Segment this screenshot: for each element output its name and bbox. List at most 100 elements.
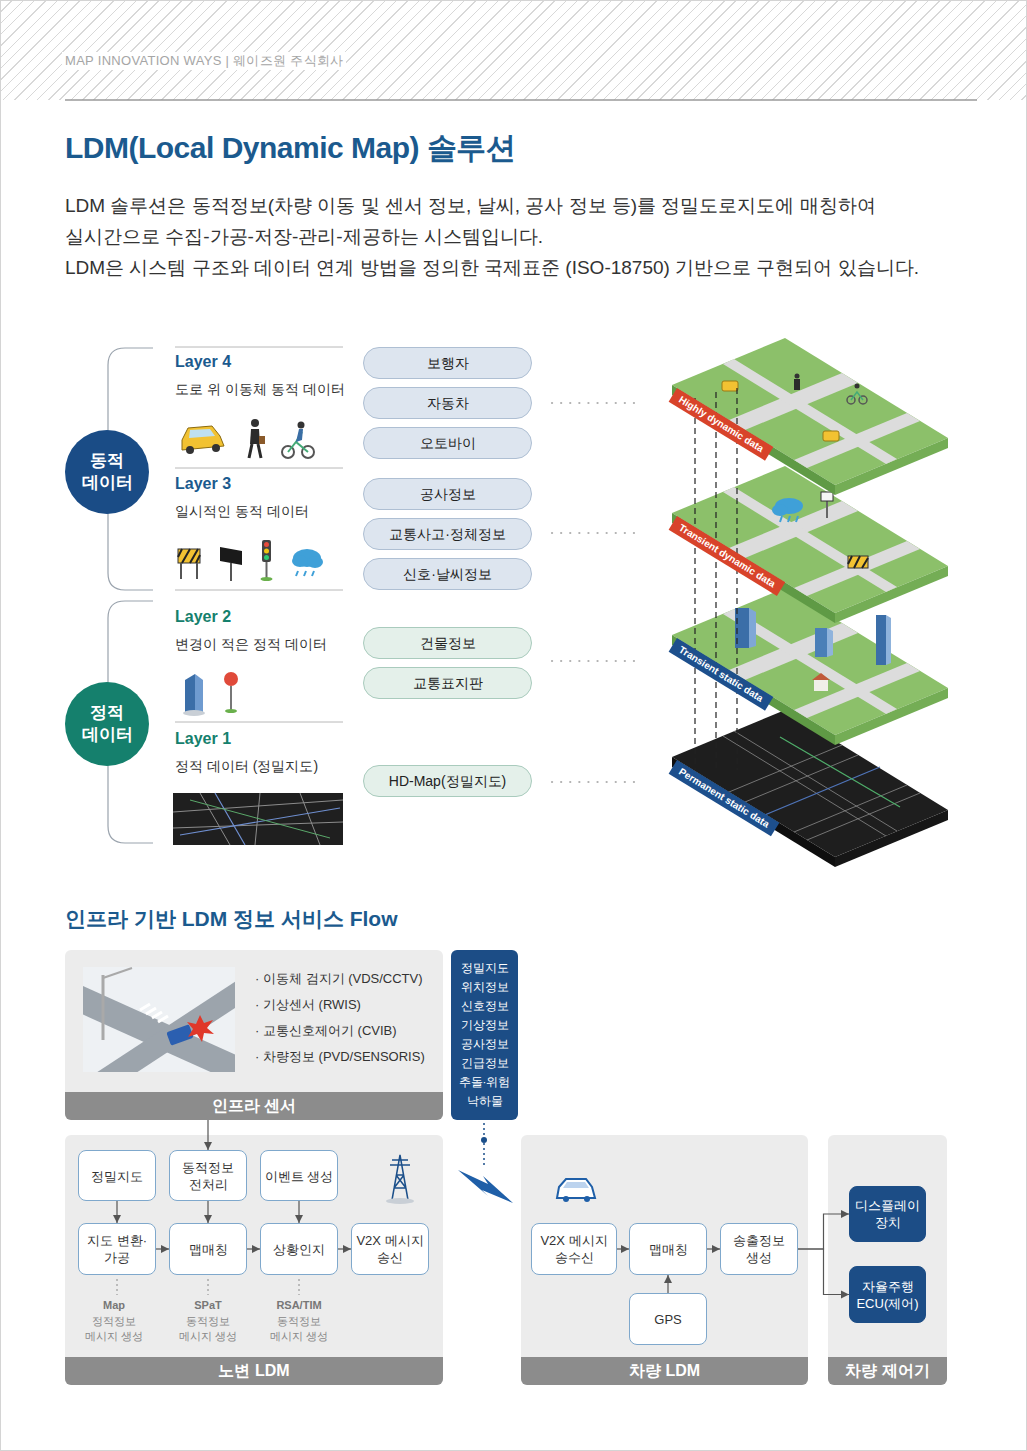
traffic-light-icon — [264, 549, 269, 554]
traffic-light-icon — [261, 577, 273, 581]
traffic-light-icon — [264, 555, 269, 560]
weather-construction-3d — [848, 556, 868, 568]
transient-dynamic-layer — [672, 466, 948, 623]
process-box: 디스플레이 장치 — [849, 1186, 926, 1242]
process-box: 자율주행 ECU(제어) — [849, 1266, 926, 1323]
process-box: 송출정보 생성 — [720, 1223, 798, 1275]
signboard-icon — [220, 547, 242, 581]
flow-arrow — [617, 1248, 629, 1249]
leader-dots — [552, 781, 642, 783]
process-box: GPS — [629, 1293, 707, 1345]
info-list-box: 정밀지도위치정보신호정보기상정보공사정보긴급정보추돌·위험낙하물 — [451, 950, 518, 1120]
process-text: 디스플레이 장치 — [852, 1197, 923, 1231]
message-leader — [116, 1279, 117, 1295]
intersection-illustration — [83, 967, 235, 1072]
text-stack: 맵매칭 — [170, 1241, 246, 1258]
barrier-icon — [178, 549, 200, 563]
text-stack: 신호·날씨정보 — [364, 565, 531, 583]
wireless-link — [458, 1170, 513, 1203]
category-circle: 동적 데이터 — [65, 430, 149, 514]
building-3d — [814, 680, 828, 691]
hd-map-image — [190, 800, 330, 838]
flow-arrow — [667, 1275, 668, 1293]
text-stack: 자율주행 ECU(제어) — [850, 1278, 925, 1312]
separator — [175, 347, 343, 348]
flow-arrow — [798, 1214, 849, 1249]
intersection-illustration — [102, 975, 105, 1040]
text-stack: 지도 변환·가공 — [79, 1232, 155, 1266]
process-text: 동적정보 전처리 — [172, 1159, 244, 1193]
rain-cloud-icon — [307, 556, 323, 568]
hd-map-image — [173, 793, 343, 845]
bracket — [108, 601, 153, 843]
hd-map-image — [173, 793, 343, 845]
text-stack: 교통표지판 — [364, 674, 531, 692]
moving-objects-3d — [794, 379, 800, 390]
barrier-icon — [181, 563, 197, 579]
process-box: 상황인지 — [260, 1223, 338, 1275]
tower-base — [386, 1198, 414, 1204]
text-stack: 건물정보 — [364, 634, 531, 652]
info-item: 기상정보 — [453, 1016, 516, 1035]
weather-construction-3d — [821, 492, 833, 501]
process-text: 이벤트 생성 — [263, 1167, 335, 1184]
panel: 차량 LDMV2X 메시지 송수신맵매칭송출정보 생성GPS — [521, 1135, 808, 1385]
traffic-light-icon — [262, 540, 271, 562]
panel-title: 인프라 센서 — [65, 1092, 443, 1120]
process-text: 정밀지도 — [81, 1167, 153, 1184]
process-box: 맵매칭 — [629, 1223, 707, 1275]
flow-arrow — [116, 1201, 117, 1223]
vehicle-icon — [557, 1179, 595, 1202]
panel-title: 노변 LDM — [65, 1357, 443, 1385]
building-3d — [749, 608, 756, 648]
data-pill: 오토바이 — [363, 427, 532, 459]
leader-dots — [552, 402, 642, 404]
building-3d — [815, 628, 827, 657]
signboard-icon — [220, 547, 242, 565]
hd-map-image — [180, 793, 340, 845]
category-name: 정적 데이터 — [75, 702, 139, 746]
text-stack: 공사정보 — [364, 485, 531, 503]
traffic-light-icon — [266, 562, 268, 578]
layer-guide-lines — [694, 398, 695, 770]
data-pill: HD-Map(정밀지도) — [363, 765, 532, 797]
intro-paragraph: LDM 솔루션은 동적정보(차량 이동 및 센서 정보, 날씨, 공사 정보 등… — [65, 190, 975, 252]
circle-fill — [65, 430, 149, 514]
process-box: V2X 메시지 송수신 — [531, 1223, 617, 1275]
separator — [175, 347, 343, 722]
text-stack: 송출정보 생성 — [721, 1232, 797, 1266]
building-3d — [735, 608, 891, 691]
building-icon — [183, 674, 205, 716]
sensor-item: · 차량정보 (PVD/SENSORIS) — [255, 1048, 425, 1066]
layer-description: 변경이 적은 정적 데이터 — [175, 636, 327, 654]
rain-cloud-icon — [292, 549, 323, 576]
message-note: 동적정보 메시지 생성 — [263, 1314, 335, 1344]
message-type: Map — [79, 1299, 149, 1311]
barrier-icon — [178, 549, 200, 563]
process-box: 맵매칭 — [169, 1223, 247, 1275]
building-icon — [195, 674, 203, 712]
sensor-item: · 교통신호제어기 (CVIB) — [255, 1022, 397, 1040]
message-leader — [117, 1279, 299, 1295]
info-item: 신호정보 — [453, 997, 516, 1016]
layer-title: Layer 3 — [175, 475, 231, 493]
vehicle-icon — [563, 1182, 589, 1188]
text-stack: 교통사고·정체정보 — [364, 525, 531, 543]
car-icon — [182, 426, 224, 454]
building-3d — [812, 673, 830, 680]
barrier-icon — [178, 549, 200, 579]
process-box: 이벤트 생성 — [260, 1150, 338, 1201]
pill-text: 신호·날씨정보 — [370, 565, 525, 583]
permanent-static-layer — [672, 757, 835, 867]
message-type: RSA/TIM — [264, 1299, 334, 1311]
info-item: 긴급정보 — [453, 1054, 516, 1073]
intersection-illustration — [103, 968, 132, 978]
weather-construction-3d — [772, 492, 868, 568]
flow-arrow — [207, 1201, 208, 1223]
wireless-link — [481, 1137, 487, 1143]
category-circle: 정적 데이터 — [65, 682, 149, 766]
category-name: 동적 데이터 — [75, 450, 139, 494]
moving-objects-3d — [855, 384, 860, 389]
flow-arrow — [156, 1248, 169, 1249]
data-pill: 자동차 — [363, 387, 532, 419]
